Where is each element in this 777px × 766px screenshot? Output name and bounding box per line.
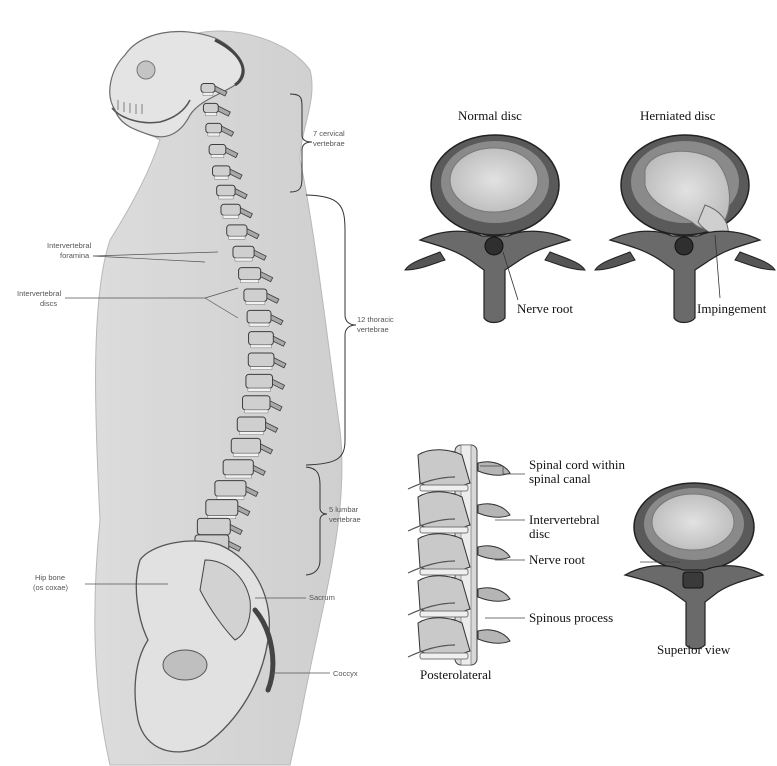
vertebra	[209, 145, 226, 155]
obturator-foramen	[163, 650, 207, 680]
intervertebral-disc	[203, 93, 213, 96]
vertebra	[213, 166, 231, 176]
intervertebral-disc	[251, 345, 272, 348]
vertebra	[233, 246, 254, 258]
herniated-transverse-right	[735, 252, 775, 270]
posterolateral-view	[408, 445, 510, 665]
intervertebral-disc	[249, 323, 269, 326]
posterolateral-disc	[420, 569, 468, 575]
detail-nerve-root-label: Nerve root	[529, 552, 585, 567]
herniated-transverse-left	[595, 252, 635, 270]
label-foramina-line1: Intervertebral	[47, 241, 92, 250]
vertebra	[223, 460, 253, 475]
intervertebral-disc	[235, 258, 252, 261]
herniated-disc-title: Herniated disc	[640, 108, 716, 123]
label-thoracic-line1: 12 thoracic	[357, 315, 394, 324]
vertebra	[217, 185, 236, 196]
label-lumbar-line2: vertebrae	[329, 515, 361, 524]
disc-label-line2: disc	[529, 526, 550, 541]
intervertebral-disc	[208, 133, 220, 136]
vertebra	[197, 518, 230, 534]
label-hip-line1: Hip bone	[35, 573, 65, 582]
intervertebral-disc	[211, 155, 224, 158]
posterolateral-spinous-process	[478, 588, 510, 601]
normal-disc-title: Normal disc	[458, 108, 522, 123]
intervertebral-disc	[229, 236, 245, 239]
label-foramina-line2: foramina	[60, 251, 90, 260]
superior-view: Superior view	[625, 483, 763, 657]
vertebra	[206, 500, 238, 516]
vertebra	[237, 417, 265, 432]
superior-view-label: Superior view	[657, 642, 731, 657]
vertebra	[244, 289, 267, 302]
intervertebral-disc	[219, 196, 234, 199]
label-hip-line2: (os coxae)	[33, 583, 69, 592]
label-cervical-line2: vertebrae	[313, 139, 345, 148]
posterolateral-disc	[420, 485, 468, 491]
posterolateral-spinous-process	[478, 546, 510, 559]
spinal-cord-label-line1: Spinal cord within	[529, 457, 626, 472]
intervertebral-disc	[248, 388, 271, 391]
vertebra	[227, 225, 247, 236]
vertebra	[247, 310, 271, 323]
spinal-cord-label-line2: spinal canal	[529, 471, 591, 486]
intervertebral-disc	[225, 475, 251, 478]
spinous-process-label: Spinous process	[529, 610, 613, 625]
intervertebral-disc	[239, 432, 263, 435]
label-sacrum: Sacrum	[309, 593, 335, 602]
posterolateral-spinous-process	[478, 504, 510, 517]
posterolateral-spinous-process	[478, 462, 510, 475]
posterolateral-disc	[420, 611, 468, 617]
vertebra	[249, 332, 274, 345]
intervertebral-disc	[246, 301, 265, 304]
normal-nerve-root-label: Nerve root	[517, 301, 573, 316]
intervertebral-disc	[250, 367, 272, 370]
intervertebral-disc	[241, 280, 259, 283]
vertebra	[239, 268, 261, 280]
label-discs-line2: discs	[40, 299, 57, 308]
vertebra	[221, 204, 240, 215]
superior-cord	[683, 572, 703, 588]
herniated-disc-panel: Herniated disc Impingement	[595, 108, 775, 323]
herniated-spinal-cord	[675, 237, 693, 255]
label-cervical-line1: 7 cervical	[313, 129, 345, 138]
impingement-label: Impingement	[697, 301, 767, 316]
disc-nucleus	[450, 148, 538, 212]
vertebra	[206, 123, 222, 133]
disc-label-line1: Intervertebral	[529, 512, 600, 527]
label-coccyx: Coccyx	[333, 669, 358, 678]
intervertebral-disc	[217, 496, 244, 499]
posterolateral-disc	[420, 653, 468, 659]
intervertebral-disc	[233, 453, 258, 456]
eye-socket	[137, 61, 155, 79]
intervertebral-disc	[223, 215, 238, 218]
vertebra	[203, 103, 218, 112]
posterolateral-vertebrae	[408, 450, 510, 659]
transverse-process-right	[545, 252, 585, 270]
vertebra	[243, 396, 271, 410]
vertebra	[215, 481, 246, 497]
spinal-cord	[485, 237, 503, 255]
intervertebral-disc	[245, 410, 269, 413]
vertebra	[248, 353, 274, 367]
label-discs-line1: Intervertebral	[17, 289, 62, 298]
vertebra	[246, 374, 273, 388]
normal-disc-panel: Normal disc Nerve root	[405, 108, 585, 323]
posterolateral-spinous-process	[478, 630, 510, 643]
transverse-process-left	[405, 252, 445, 270]
superior-nucleus	[652, 494, 734, 550]
intervertebral-disc	[215, 176, 229, 179]
label-lumbar-line1: 5 lumbar	[329, 505, 359, 514]
label-thoracic-line2: vertebrae	[357, 325, 389, 334]
posterolateral-label: Posterolateral	[420, 667, 492, 682]
intervertebral-disc	[205, 113, 216, 116]
vertebra	[231, 438, 260, 453]
posterolateral-disc	[420, 527, 468, 533]
vertebra	[201, 84, 215, 93]
